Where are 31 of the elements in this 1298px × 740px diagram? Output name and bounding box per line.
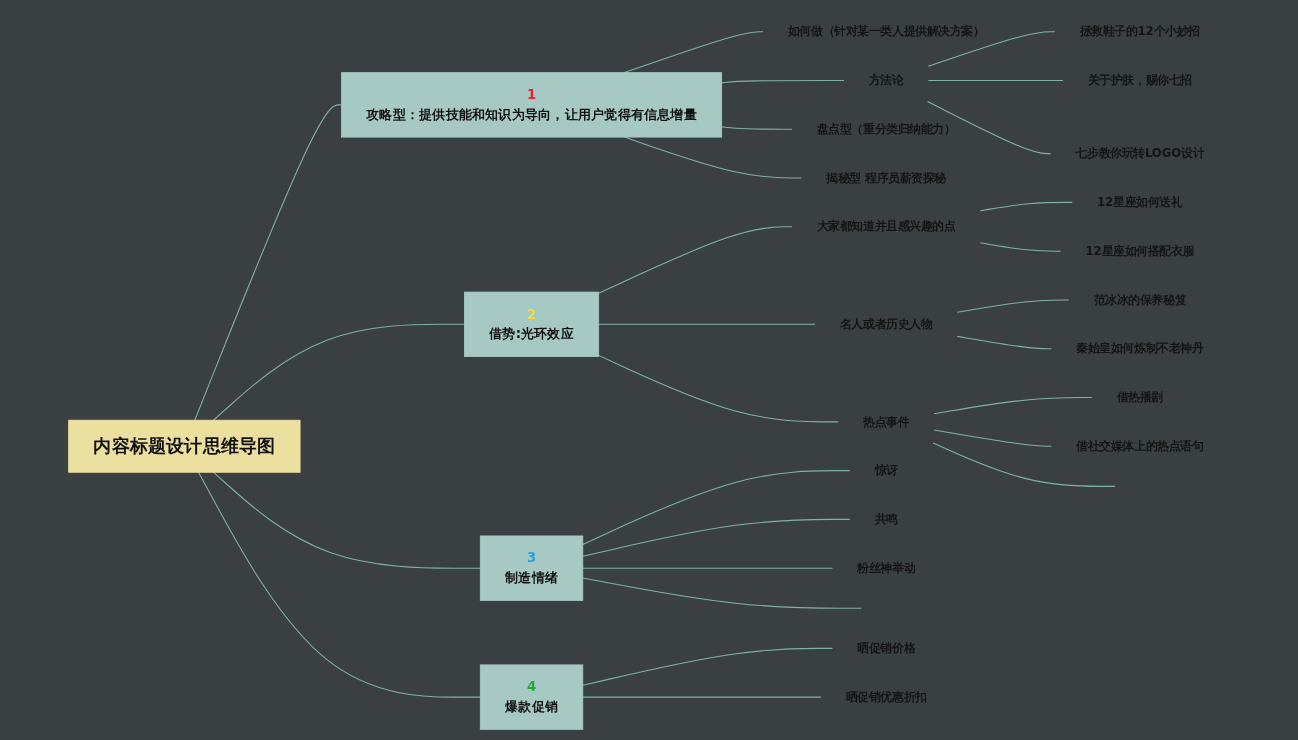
branch-line xyxy=(927,31,1056,67)
branch-line xyxy=(933,429,1053,447)
node-box: 内容标题设计思维导图 xyxy=(68,419,301,473)
branch-line xyxy=(582,567,834,569)
node-box: 4 爆款促销 xyxy=(480,664,584,730)
branch-line xyxy=(932,442,1116,487)
branch-line xyxy=(213,323,466,421)
branch-line xyxy=(598,323,816,325)
node-box: 3 制造情绪 xyxy=(480,535,584,601)
node-box: 1 攻略型：提供技能和知识为导向，让用户觉得有信息增量 xyxy=(341,72,723,138)
branch-line xyxy=(980,242,1062,252)
branch-line xyxy=(582,518,851,557)
branch-line xyxy=(721,126,793,130)
branch-line xyxy=(956,335,1053,350)
branch-line xyxy=(194,104,343,421)
branch-line xyxy=(927,101,1052,155)
branch-line xyxy=(933,396,1093,415)
branch-line xyxy=(582,470,851,545)
branch-line xyxy=(198,471,481,698)
branch-line xyxy=(980,201,1073,212)
branch-line xyxy=(721,79,845,84)
branch-line xyxy=(213,471,481,569)
node-box: 2 借势:光环效应 xyxy=(464,291,600,357)
branch-line xyxy=(582,577,863,609)
branch-line xyxy=(598,354,839,423)
branch-line xyxy=(582,696,822,698)
branch-line xyxy=(956,299,1070,313)
branch-line xyxy=(582,647,834,686)
branch-line xyxy=(624,31,764,74)
branch-line xyxy=(927,79,1064,81)
branch-line xyxy=(598,226,793,294)
